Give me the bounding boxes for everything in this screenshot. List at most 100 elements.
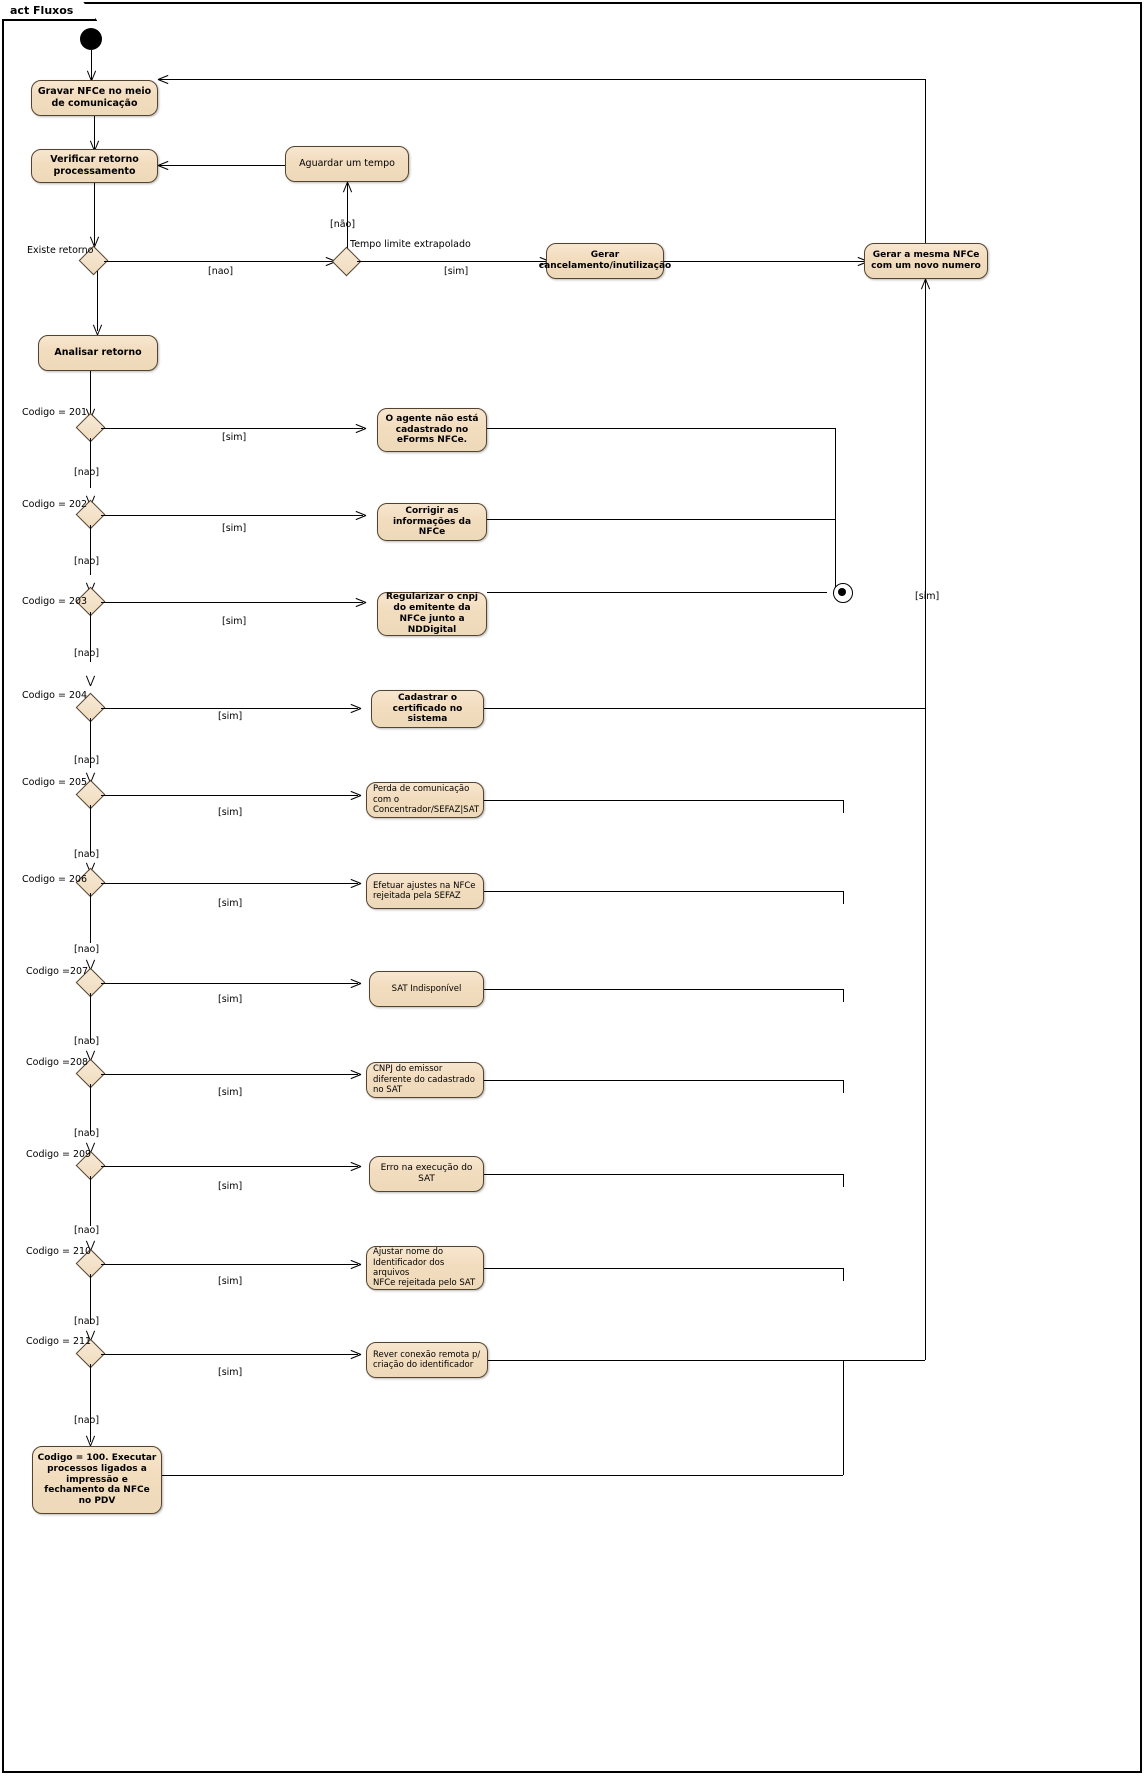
edge-label-sim-211: [sim] — [218, 1367, 243, 1378]
edge-label-nao-201: [nao] — [74, 467, 100, 478]
edge-label-sim-207: [sim] — [218, 994, 243, 1005]
arrowhead-up-aguardar — [341, 182, 353, 193]
action-gerar-mesma-nfce[interactable]: Gerar a mesma NFCe com um novo numero — [864, 243, 988, 279]
edge-204-sim — [101, 708, 358, 709]
edge-a204-to-right — [484, 708, 925, 709]
edge-206-sim — [101, 883, 358, 884]
guard-existe-retorno: Existe retorno — [27, 245, 94, 256]
arrowhead-right-a202 — [355, 509, 366, 521]
guard-codigo-202: Codigo = 202 — [22, 499, 88, 510]
edge-right-collector-lower — [843, 1360, 844, 1475]
action-202[interactable]: Corrigir as informações da NFCe — [377, 503, 487, 541]
edge-aguardar-to-verificar — [158, 165, 285, 166]
edge-gravar-to-verificar — [94, 116, 95, 150]
action-201[interactable]: O agente não está cadastrado no eForms N… — [377, 408, 487, 452]
edge-205-sim — [101, 795, 358, 796]
spine-210-to-211 — [90, 1274, 91, 1324]
edge-a209-to-right — [484, 1174, 843, 1175]
edge-203-sim — [101, 602, 363, 603]
arrowhead-right-a207 — [350, 977, 361, 989]
action-204[interactable]: Cadastrar o certificado no sistema — [371, 690, 484, 728]
guard-codigo-211: Codigo = 211 — [26, 1336, 92, 1347]
edge-a206-join — [843, 891, 844, 904]
edge-a203-to-final — [487, 592, 827, 593]
edge-label-sim-204: [sim] — [218, 711, 243, 722]
edge-existeretorno-nao — [104, 261, 336, 262]
action-207[interactable]: SAT Indisponível — [369, 971, 484, 1007]
arrowhead-right-a204 — [350, 702, 361, 714]
edge-label-nao-210: [nao] — [74, 1316, 100, 1327]
arrowhead-right-a211 — [350, 1348, 361, 1360]
edge-label-nao-202: [nao] — [74, 556, 100, 567]
edge-a208-join — [843, 1080, 844, 1093]
spine-201-to-202 — [90, 438, 91, 488]
edge-label-nao-207: [nao] — [74, 1036, 100, 1047]
action-verificar-retorno[interactable]: Verificar retorno processamento — [31, 149, 158, 183]
edge-label-sim-tempolimite: [sim] — [444, 266, 469, 277]
guard-codigo-201: Codigo = 201 — [22, 407, 88, 418]
edge-initial-to-gravar — [91, 50, 92, 80]
spine-206-to-207 — [90, 893, 91, 943]
edge-label-nao-204: [nao] — [74, 755, 100, 766]
edge-right-collector-main — [925, 279, 926, 1360]
action-gravar-nfce[interactable]: Gravar NFCe no meio de comunicação — [31, 80, 158, 116]
frame-label-tab: act Fluxos — [2, 2, 97, 21]
arrowhead-right-a201 — [355, 422, 366, 434]
action-gerar-cancelamento[interactable]: Gerar cancelamento/inutilização — [539, 243, 671, 279]
action-206[interactable]: Efetuar ajustes na NFCe rejeitada pela S… — [366, 873, 484, 909]
edge-a211-to-right — [488, 1360, 925, 1361]
action-205[interactable]: Perda de comunicação com o Concentrador/… — [366, 782, 484, 818]
arrowhead-left-gravar — [158, 73, 169, 85]
edge-a201-to-merge — [487, 428, 835, 429]
edge-210-sim — [101, 1264, 358, 1265]
action-208[interactable]: CNPJ do emissor diferente do cadastrado … — [366, 1062, 484, 1098]
action-203[interactable]: Regularizar o cnpj do emitente da NFCe j… — [377, 592, 487, 636]
edge-tempolimite-sim — [357, 261, 547, 262]
guard-codigo-207: Codigo =207 — [26, 966, 89, 977]
edge-a210-join — [843, 1268, 844, 1281]
arrowhead-right-a203 — [355, 596, 366, 608]
guard-codigo-204: Codigo = 204 — [22, 690, 88, 701]
activity-final-node-dot — [838, 588, 846, 596]
edge-existeretorno-to-analisar — [97, 271, 98, 331]
edge-verificar-to-existeretorno — [94, 183, 95, 245]
spine-analisar-to-201 — [90, 371, 91, 416]
action-211[interactable]: Rever conexão remota p/ criação do ident… — [366, 1342, 488, 1378]
action-codigo-100[interactable]: Codigo = 100. Executar processos ligados… — [32, 1446, 162, 1514]
spine-205-to-206 — [90, 805, 91, 855]
edge-label-sim-209: [sim] — [218, 1181, 243, 1192]
arrowhead-down-204 — [84, 675, 96, 686]
edge-label-sim-208: [sim] — [218, 1087, 243, 1098]
edge-label-nao-203: [nao] — [74, 648, 100, 659]
edge-a100-to-right — [162, 1475, 843, 1476]
guard-codigo-209: Codigo = 209 — [26, 1149, 92, 1160]
edge-a207-join — [843, 989, 844, 1002]
edge-label-sim-210: [sim] — [218, 1276, 243, 1287]
arrowhead-right-a206 — [350, 877, 361, 889]
action-analisar-retorno[interactable]: Analisar retorno — [38, 335, 158, 371]
spine-211-to-100 — [90, 1364, 91, 1442]
edge-a206-to-right — [484, 891, 843, 892]
edge-207-sim — [101, 983, 358, 984]
edge-a207-to-right — [484, 989, 843, 990]
arrowhead-down-100 — [84, 1435, 96, 1446]
edge-209-sim — [101, 1166, 358, 1167]
action-210[interactable]: Ajustar nome do Identificador dos arquiv… — [366, 1246, 484, 1290]
initial-node — [80, 28, 102, 50]
arrowhead-down-analisar — [91, 324, 103, 335]
arrowhead-right-a209 — [350, 1160, 361, 1172]
edge-label-nao-tempolimite: [não] — [330, 219, 356, 230]
spine-202-to-203 — [90, 525, 91, 575]
edge-label-nao-211: [nao] — [74, 1415, 100, 1426]
guard-codigo-205: Codigo = 205 — [22, 777, 88, 788]
edge-label-sim-206: [sim] — [218, 898, 243, 909]
action-aguardar-tempo[interactable]: Aguardar um tempo — [285, 146, 409, 182]
edge-a202-to-merge — [487, 519, 835, 520]
frame-label: act Fluxos — [10, 4, 74, 17]
edge-a205-join — [843, 800, 844, 813]
arrowhead-right-a208 — [350, 1068, 361, 1080]
edge-tempolimite-to-aguardar — [347, 182, 348, 254]
action-209[interactable]: Erro na execução do SAT — [369, 1156, 484, 1192]
